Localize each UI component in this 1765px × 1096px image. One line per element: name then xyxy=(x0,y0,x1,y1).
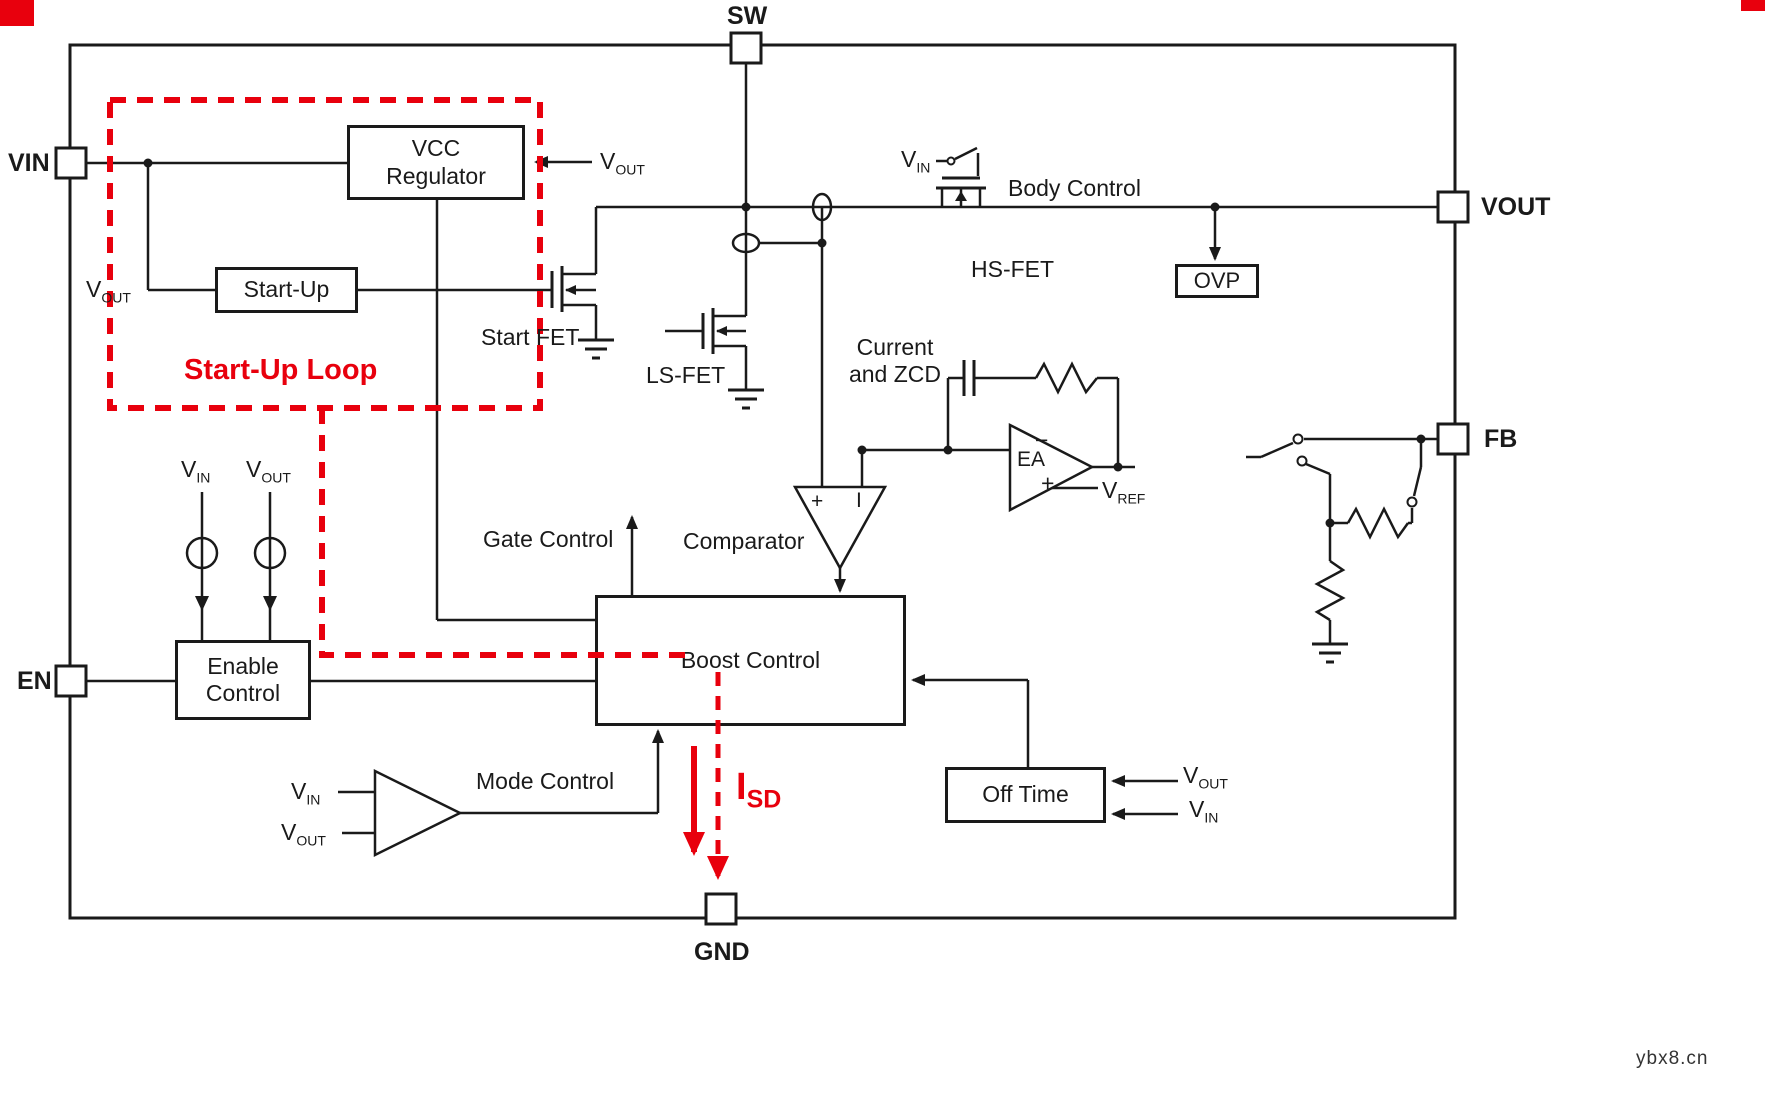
sw-pin-square xyxy=(729,31,763,65)
vout-label-vcc-input: VOUT xyxy=(600,148,645,178)
ea-minus-sign: − xyxy=(1035,427,1049,453)
pin-squares xyxy=(54,31,1470,926)
boost-control-block: Boost Control xyxy=(595,595,906,726)
hs-fet-label: HS-FET xyxy=(971,256,1055,282)
start-fet-label: Start FET xyxy=(481,324,580,350)
ls-fet-label: LS-FET xyxy=(646,362,726,388)
comparator-symbol xyxy=(792,485,888,571)
off-time-label: Off Time xyxy=(982,781,1069,808)
start-fet-symbol xyxy=(550,207,598,340)
ovp-block: OVP xyxy=(1175,264,1259,298)
mode-comparator-symbol xyxy=(338,768,463,858)
mode-control-label: Mode Control xyxy=(476,768,615,794)
startup-loop-title: Start-Up Loop xyxy=(184,354,378,386)
pin-label-en: EN xyxy=(17,667,52,695)
enable-control-label-line1: Enable xyxy=(207,652,279,679)
comparator-plus-sign: + xyxy=(811,490,824,513)
ovp-label: OVP xyxy=(1193,268,1241,294)
current-zcd-label: Current and ZCD xyxy=(838,334,952,388)
ea-plus-sign: + xyxy=(1041,470,1055,496)
vin-label-hsfet-switch: VIN xyxy=(901,146,931,176)
off-time-block: Off Time xyxy=(945,767,1106,823)
vin-pin-square xyxy=(54,146,88,180)
gnd-pin-square xyxy=(704,892,738,926)
comparator-label: Comparator xyxy=(683,528,805,554)
enable-control-block: Enable Control xyxy=(175,640,311,720)
vin-gate-switch xyxy=(936,146,978,166)
pin-label-vout: VOUT xyxy=(1481,193,1551,221)
boost-control-label: Boost Control xyxy=(680,646,821,673)
ground-symbols xyxy=(578,338,1348,664)
vcc-regulator-label-line1: VCC xyxy=(411,135,461,162)
en-pin-square xyxy=(54,664,88,698)
vin-label-offtime-input: VIN xyxy=(1189,796,1219,826)
fb-pin-square xyxy=(1436,422,1470,456)
startup-block: Start-Up xyxy=(215,267,358,313)
current-source-symbols xyxy=(185,492,287,640)
vout-pin-square xyxy=(1436,190,1470,224)
gate-control-label: Gate Control xyxy=(483,526,614,552)
junction-dots xyxy=(143,158,1426,528)
feedback-network xyxy=(1246,433,1438,644)
pin-label-vin: VIN xyxy=(8,149,50,177)
current-zcd-line1: Current xyxy=(856,334,934,360)
hs-fet-symbol xyxy=(936,153,986,207)
startup-label: Start-Up xyxy=(243,276,330,303)
vcc-regulator-label-line2: Regulator xyxy=(386,162,486,189)
error-amplifier-symbol xyxy=(1008,422,1095,513)
watermark: ybx8.cn xyxy=(1636,1048,1709,1069)
current-zcd-line2: and ZCD xyxy=(848,361,942,387)
vout-label-offtime-input: VOUT xyxy=(1183,762,1228,792)
vout-label-mode-input: VOUT xyxy=(281,819,326,849)
vcc-regulator-block: VCC Regulator xyxy=(347,125,525,200)
vout-label-startup-input: VOUT xyxy=(86,276,131,306)
vin-label-mode-input: VIN xyxy=(291,778,321,808)
pin-label-sw: SW xyxy=(727,2,768,30)
vout-label-current-source: VOUT xyxy=(246,456,291,486)
current-sense-ovals xyxy=(731,192,833,254)
pin-label-fb: FB xyxy=(1484,425,1518,453)
vref-label: VREF xyxy=(1102,477,1146,507)
pin-label-gnd: GND xyxy=(694,938,750,966)
comparator-minus-sign: I xyxy=(856,489,862,512)
body-control-label: Body Control xyxy=(1008,175,1141,201)
enable-control-label-line2: Control xyxy=(205,680,281,706)
ls-fet-symbol xyxy=(665,308,748,390)
isd-label: ISD xyxy=(736,766,782,814)
vin-label-current-source: VIN xyxy=(181,456,211,486)
ea-label: EA xyxy=(1017,448,1046,471)
compensation-network xyxy=(946,360,1120,467)
